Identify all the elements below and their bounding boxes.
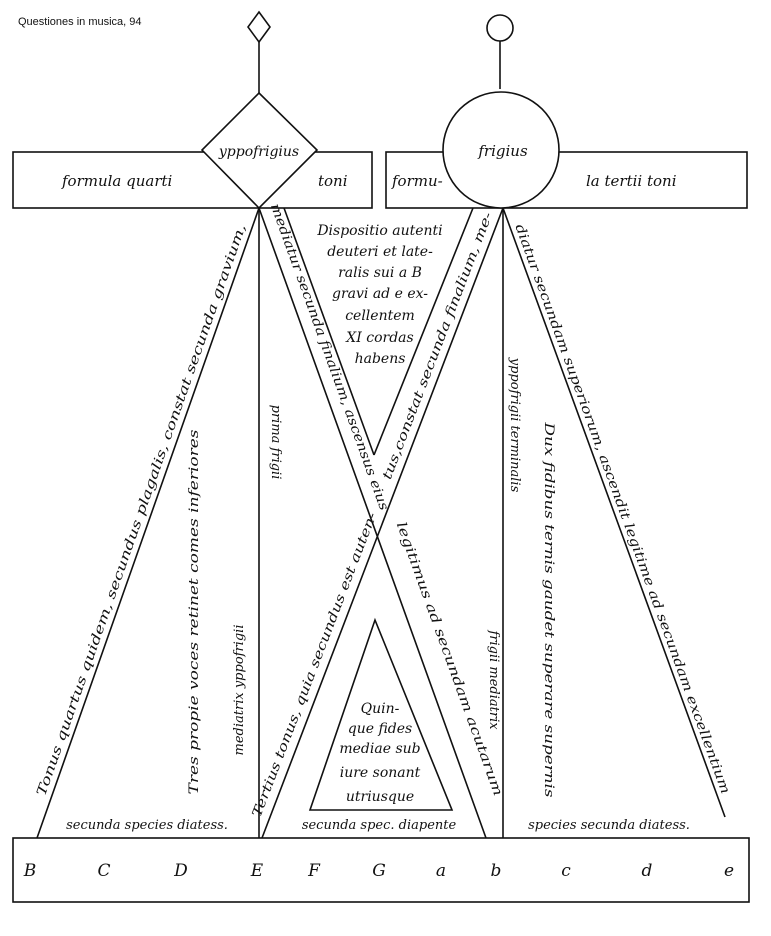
note-label: D (173, 861, 188, 881)
svg-text:cellentem: cellentem (345, 308, 415, 324)
center-text: Dispositio autenti deuteri et late- rali… (316, 223, 442, 367)
dux-fidibus-text: Dux fidibus ternis gaudet superare super… (541, 421, 556, 798)
note-label: c (561, 861, 571, 881)
svg-text:ralis sui a B: ralis sui a B (338, 265, 422, 281)
note-label: C (97, 861, 110, 881)
svg-text:deuteri et late-: deuteri et late- (327, 244, 433, 260)
species-left: secunda species diatess. (66, 818, 228, 833)
page-header: Questiones in musica, 94 (18, 16, 142, 28)
note-label: B (23, 861, 37, 881)
far-left-slant-text: Tonus quartus quidem, secundus plagalis,… (34, 222, 249, 798)
note-label: e (724, 861, 734, 881)
left-box-text-b: toni (318, 172, 348, 190)
yppofrigius-label: yppofrigius (218, 144, 299, 160)
svg-text:iure sonant: iure sonant (340, 765, 421, 781)
left-header-box (12, 151, 373, 209)
right-box-text-a: formu- (391, 172, 443, 190)
frigius-label: frigius (477, 142, 528, 160)
tres-propie-text: Tres propie voces retinet comes inferior… (187, 429, 202, 794)
svg-text:Quin-: Quin- (361, 701, 400, 717)
svg-text:utriusque: utriusque (346, 789, 414, 805)
note-label: E (250, 861, 264, 881)
note-label: a (436, 861, 446, 881)
species-middle: secunda spec. diapente (302, 818, 457, 833)
inner-triangle (308, 617, 454, 811)
prima-frigii-text: prima frigii (268, 405, 283, 480)
right-box-text-b: la tertii toni (586, 172, 677, 190)
svg-text:XI cordas: XI cordas (345, 330, 413, 346)
bottom-notes: B C D E F G a b c d e (23, 861, 734, 881)
circle-symbol (486, 14, 514, 89)
svg-text:que fides: que fides (348, 721, 412, 737)
svg-text:mediae sub: mediae sub (339, 741, 420, 757)
frigii-mediatrix-text: frigii mediatrix (486, 629, 501, 730)
yppofrigii-terminalis-text: yppofrigii terminalis (507, 357, 522, 493)
structure-lines (36, 207, 726, 839)
diamond-symbol (247, 10, 271, 95)
note-label: b (491, 861, 502, 881)
svg-text:gravi ad e ex-: gravi ad e ex- (332, 286, 428, 302)
inner-triangle-text: Quin- que fides mediae sub iure sonant u… (339, 701, 420, 805)
left-box-text-a: formula quarti (61, 172, 173, 190)
species-right: species secunda diatess. (528, 818, 690, 833)
note-label: d (642, 861, 653, 881)
note-label: F (307, 861, 321, 881)
mediatrix-yppofrigii-text: mediatrix yppofrigii (232, 625, 247, 756)
svg-text:habens: habens (355, 351, 406, 367)
note-label: G (372, 861, 386, 881)
notes-box (12, 837, 750, 903)
svg-text:Dispositio autenti: Dispositio autenti (316, 223, 442, 239)
frigius-circle (442, 91, 560, 209)
